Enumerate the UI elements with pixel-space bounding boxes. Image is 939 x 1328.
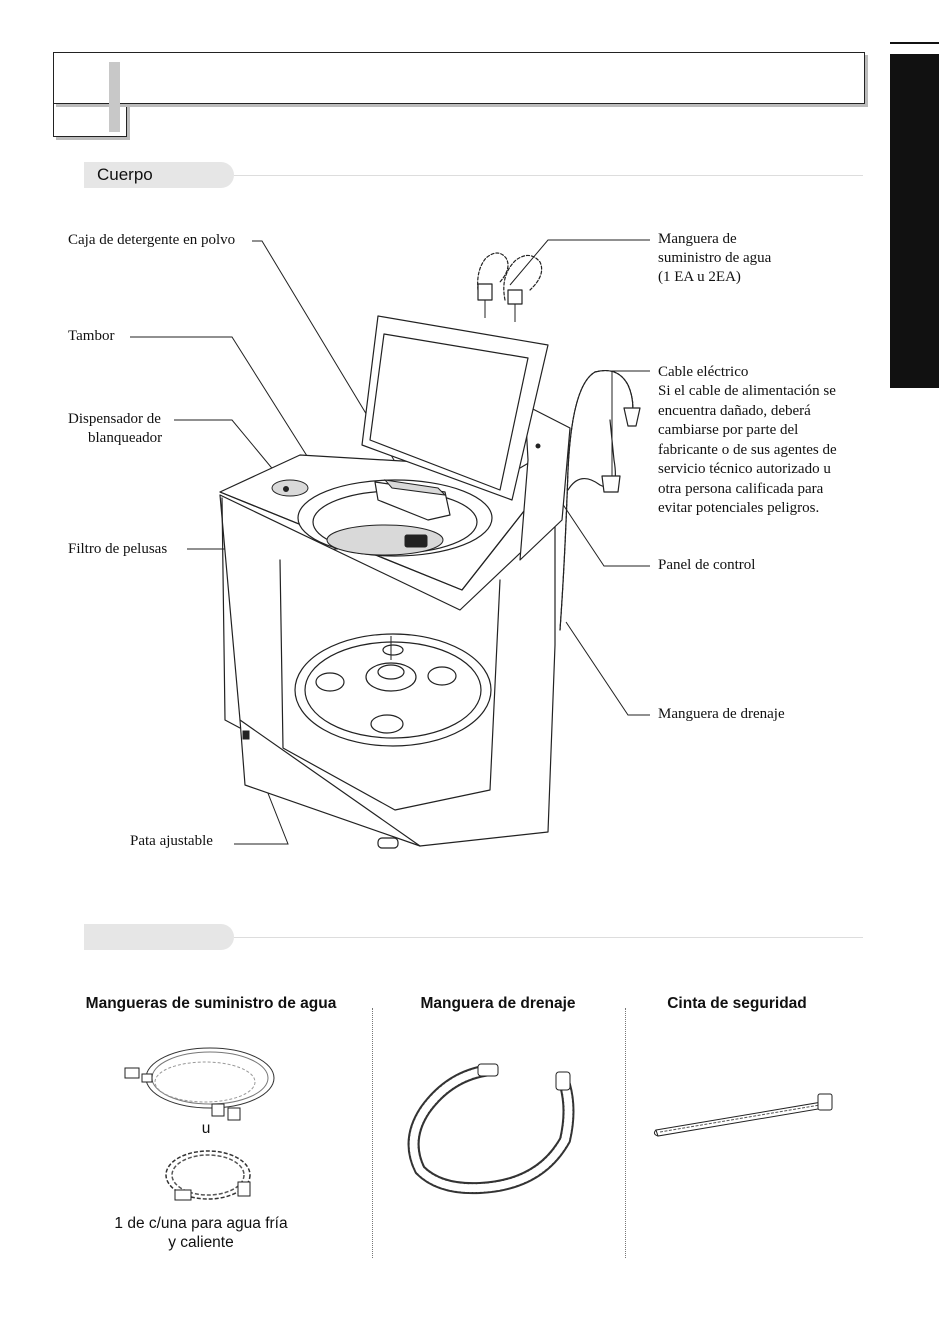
column-divider-2 (625, 1008, 626, 1258)
adjustable-leg-left (242, 730, 250, 740)
power-cord-note-7: evitar potenciales peligros. (658, 500, 820, 516)
supply-hoses-caption-2: y caliente (168, 1234, 234, 1251)
label-bleach-2: blanqueador (88, 430, 163, 446)
power-cord-note-1: Si el cable de alimentación se (658, 383, 836, 399)
safety-strap (653, 1093, 833, 1137)
power-cord (567, 419, 616, 491)
side-language-tab (890, 54, 939, 388)
label-lint-filter: Filtro de pelusas (68, 541, 168, 557)
label-detergent-box: Caja de detergente en polvo (68, 232, 236, 248)
power-cord-note-2: encuentra dañado, deberá (658, 402, 811, 419)
section-rule-body (234, 175, 863, 176)
supply-hoses-caption-1: 1 de c/una para agua fría (114, 1215, 288, 1232)
section-pill-body (84, 162, 234, 188)
supply-hose-single (124, 1047, 275, 1121)
control-panel (519, 404, 571, 561)
accessories-illustrations (124, 1047, 833, 1201)
power-cord-note-5: servicio técnico autorizado u (658, 461, 831, 477)
supply-hose-pair (165, 1150, 251, 1201)
lint-filter (404, 534, 428, 548)
label-supply-hose-1: Manguera de (658, 231, 737, 247)
side-tab-rule (890, 42, 939, 44)
washer-lid (361, 315, 549, 501)
label-bleach-1: Dispensador de (68, 411, 161, 427)
washer-illustration (130, 239, 650, 849)
label-power-cord: Cable eléctrico (658, 364, 749, 380)
power-cord-note-3: cambiarse por parte del (658, 422, 799, 438)
label-adjustable-leg: Pata ajustable (130, 833, 213, 849)
section-title-body: Cuerpo (97, 165, 153, 184)
label-supply-hose-2: suministro de agua (658, 250, 772, 266)
accessory-title-drain-hose: Manguera de drenaje (420, 995, 576, 1012)
label-supply-hose-3: (1 EA u 2EA) (658, 269, 741, 285)
accessory-title-safety-strap: Cinta de seguridad (667, 995, 807, 1012)
section-pill-accessories (84, 924, 234, 950)
supply-hoses-or: u (201, 1120, 211, 1137)
supply-hose-fittings (477, 252, 543, 322)
bleach-dispenser (271, 479, 309, 497)
title-accent-bar (109, 62, 120, 132)
label-drum: Tambor (68, 328, 115, 344)
accessory-title-supply-hoses: Mangueras de suministro de agua (85, 995, 337, 1012)
power-cord-note-6: otra persona calificada para (658, 480, 824, 497)
label-drain-hose: Manguera de drenaje (658, 706, 785, 722)
section-rule-accessories (234, 937, 863, 938)
power-cord-note-4: fabricante o de sus agentes de (658, 441, 837, 458)
label-control-panel: Panel de control (658, 557, 756, 573)
title-frame-inner (54, 53, 862, 101)
drain-hose-outer (559, 369, 634, 631)
adjustable-leg-front (377, 837, 399, 849)
column-divider-1 (372, 1008, 373, 1258)
drain-hose-accessory (407, 1063, 575, 1195)
